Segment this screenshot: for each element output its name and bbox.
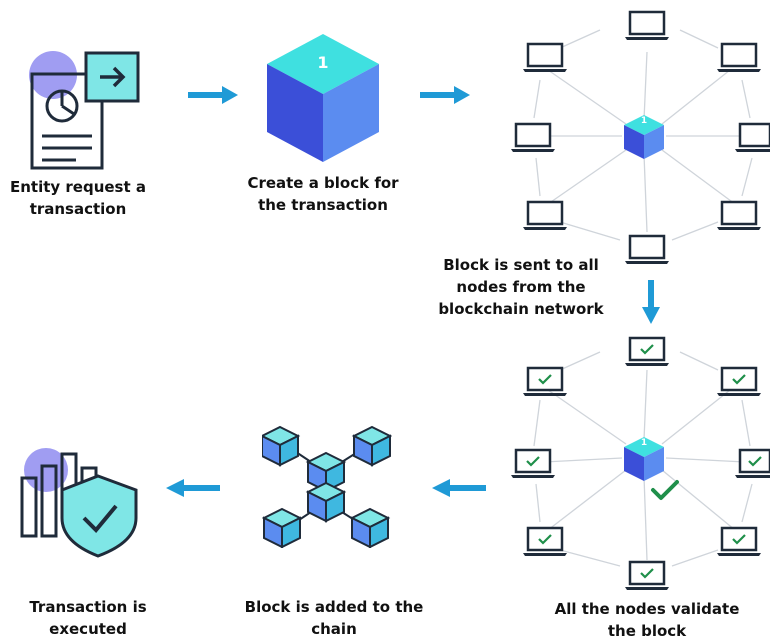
step-broadcast-caption: Block is sent to all nodes from the bloc… xyxy=(438,256,604,318)
laptop-icon xyxy=(716,42,762,78)
block-cube-icon xyxy=(263,32,383,164)
laptop-icon xyxy=(510,122,556,158)
validated-laptop-icon xyxy=(522,526,568,562)
arrow-down xyxy=(640,280,662,330)
block-cube-icon xyxy=(623,436,665,482)
block-number-label: 1 xyxy=(640,116,648,126)
block-number-label: 1 xyxy=(317,53,329,72)
laptop-icon xyxy=(522,42,568,78)
validated-laptop-icon xyxy=(716,366,762,402)
step-executed-caption: Transaction is executed xyxy=(29,598,147,638)
step-validate-caption: All the nodes validate the block xyxy=(554,600,740,640)
validated-laptop-icon xyxy=(522,366,568,402)
arrow-right-2 xyxy=(420,84,472,110)
laptop-icon xyxy=(716,200,762,236)
transaction-request-icon xyxy=(28,48,146,170)
step-create-caption: Create a block for the transaction xyxy=(247,174,399,214)
arrow-left-1 xyxy=(430,477,486,503)
validated-laptop-icon xyxy=(510,448,556,484)
secure-transaction-icon xyxy=(16,446,142,558)
validated-laptop-icon xyxy=(734,448,770,484)
step-chain-caption: Block is added to the chain xyxy=(244,598,424,638)
laptop-icon xyxy=(624,10,670,46)
laptop-icon xyxy=(734,122,770,158)
step-request-caption: Entity request a transaction xyxy=(9,178,146,218)
block-cube-icon xyxy=(623,114,665,160)
check-mark-icon xyxy=(650,478,680,506)
block-number-label: 1 xyxy=(640,438,648,448)
blockchain-icon xyxy=(259,424,392,548)
validated-laptop-icon xyxy=(624,336,670,372)
arrow-right-1 xyxy=(188,84,240,110)
validated-laptop-icon xyxy=(716,526,762,562)
validated-laptop-icon xyxy=(624,560,670,596)
arrow-left-2 xyxy=(164,477,220,503)
laptop-icon xyxy=(522,200,568,236)
laptop-icon xyxy=(624,234,670,270)
